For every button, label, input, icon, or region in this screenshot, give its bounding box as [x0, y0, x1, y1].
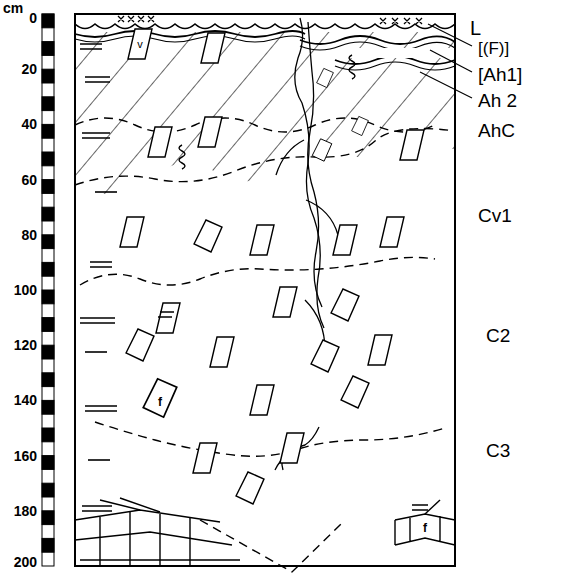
depth-tick: 180	[14, 504, 37, 518]
horizon-label: C2	[486, 326, 510, 345]
crosses	[118, 16, 422, 24]
horizon-boundary	[75, 118, 455, 572]
horizon-label: C3	[486, 441, 510, 460]
root-channel	[275, 18, 338, 470]
unit-label: cm	[3, 1, 23, 15]
horizon-label: [(F)]	[478, 40, 509, 57]
horizon-label: Cv1	[478, 206, 512, 225]
rock-symbol: f	[423, 522, 427, 534]
depth-tick: 20	[21, 62, 37, 76]
depth-tick: 80	[21, 228, 37, 242]
fine-layer-marks	[412, 505, 428, 510]
depth-tick: 40	[21, 117, 37, 131]
fine-layer-marks	[158, 312, 174, 317]
rock-fragment	[120, 29, 424, 504]
horizon-label: [Ah1]	[478, 65, 522, 84]
fine-layer-marks	[80, 44, 117, 511]
litter-layer	[75, 24, 455, 70]
profile-frame	[75, 14, 455, 566]
depth-tick: 0	[29, 11, 37, 25]
horizon-label: L	[470, 18, 481, 38]
rock-symbol: v	[137, 39, 143, 50]
horizon-label: AhC	[478, 121, 515, 140]
depth-tick: 200	[14, 555, 37, 569]
bedrock	[75, 498, 455, 566]
scale-bar	[42, 14, 54, 566]
depth-tick: 100	[14, 283, 37, 297]
rock-symbol: f	[158, 396, 162, 408]
depth-tick: 60	[21, 173, 37, 187]
depth-tick: 160	[14, 449, 37, 463]
leader-line	[420, 24, 472, 98]
depth-tick: 120	[14, 338, 37, 352]
horizon-label: Ah 2	[478, 91, 517, 110]
root-squiggle	[179, 55, 355, 169]
depth-tick: 140	[14, 393, 37, 407]
